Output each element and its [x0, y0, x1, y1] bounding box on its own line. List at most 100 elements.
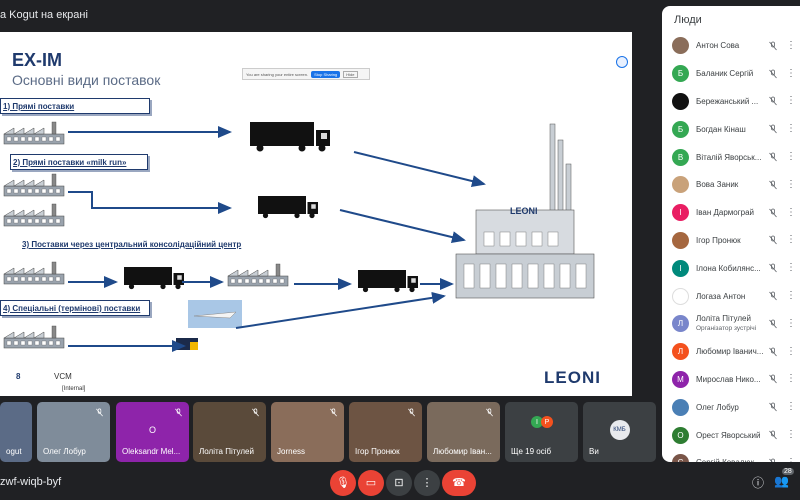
mic-muted-icon[interactable] — [768, 347, 778, 357]
mic-muted-icon[interactable] — [768, 152, 778, 162]
mic-muted-icon[interactable] — [768, 69, 778, 79]
tile-name: Ще 19 осіб — [511, 447, 552, 456]
participant-tile[interactable]: Любомир Іван... — [427, 402, 500, 462]
participant-more-icon[interactable]: ⋮ — [786, 373, 796, 385]
participant-more-icon[interactable]: ⋮ — [786, 262, 796, 274]
mic-muted-icon[interactable] — [768, 319, 778, 329]
participant-more-icon[interactable]: ⋮ — [786, 123, 796, 135]
stop-sharing-button[interactable]: Stop Sharing — [311, 70, 341, 78]
mic-muted-icon[interactable] — [768, 402, 778, 412]
participant-more-icon[interactable]: ⋮ — [786, 234, 796, 246]
mic-muted-icon[interactable] — [768, 235, 778, 245]
people-icon[interactable]: 👥 — [774, 474, 789, 488]
participant-name: Баланик Сергій — [696, 69, 754, 79]
participant-tile[interactable]: Олег Лобур — [37, 402, 110, 462]
leoni-logo: LEONI — [544, 368, 601, 387]
participant-more-icon[interactable]: ⋮ — [786, 39, 796, 51]
participant-name: Лоліта Пітулей — [696, 313, 751, 323]
presenter-label: а Kogut на екрані — [0, 9, 88, 21]
participant-more-icon[interactable]: ⋮ — [786, 151, 796, 163]
leave-call-button[interactable]: ☎ — [442, 470, 476, 496]
slide-subtitle: Основні види поставок — [12, 72, 161, 88]
sharing-notice-text: You are sharing your entire screen. — [246, 71, 309, 77]
meeting-code: zwf-wiqb-byf — [0, 476, 62, 488]
participant-name: Мирослав Нико... — [696, 374, 761, 384]
present-button[interactable]: ⊡ — [386, 470, 412, 496]
mic-off-button[interactable]: 🎙 — [330, 470, 356, 496]
info-icon[interactable]: ⓘ — [752, 476, 765, 490]
participant-more-icon[interactable]: ⋮ — [786, 95, 796, 107]
participant-more-icon[interactable]: ⋮ — [786, 429, 796, 441]
participant-more-icon[interactable]: ⋮ — [786, 401, 796, 413]
avatar: М — [672, 370, 689, 388]
mic-muted-icon[interactable] — [768, 263, 778, 273]
you-logo: КМБ — [609, 420, 630, 440]
others-avatar: Р — [541, 416, 553, 428]
participant-row[interactable]: Вова Заник⋮ — [662, 171, 800, 199]
participant-more-icon[interactable]: ⋮ — [786, 290, 796, 302]
participant-more-icon[interactable]: ⋮ — [786, 345, 796, 357]
participant-more-icon[interactable]: ⋮ — [786, 457, 796, 462]
participant-name: Орест Яворський — [696, 430, 761, 440]
slide-internal: [Internal] — [62, 386, 86, 392]
avatar — [672, 37, 689, 55]
more-vert-icon: ⋮ — [421, 476, 433, 489]
participant-more-icon[interactable]: ⋮ — [786, 206, 796, 218]
phone-end-icon: ☎ — [452, 476, 466, 489]
participant-more-icon[interactable]: ⋮ — [786, 67, 796, 79]
participant-tile[interactable]: Лоліта Пітулей — [193, 402, 266, 462]
participant-row[interactable]: ССергій Ковалюк⋮ — [662, 449, 800, 462]
participant-tile[interactable]: ogut — [0, 402, 32, 462]
slide-title: EX-IM — [12, 50, 63, 70]
slide-vcm: VCM — [54, 372, 72, 381]
participant-row[interactable]: Бережанський ...⋮ — [662, 88, 800, 116]
mic-muted-icon[interactable] — [768, 291, 778, 301]
participant-count-badge: 28 — [782, 468, 794, 475]
label-consolidation-center: 3) Поставки через центральний консолідац… — [22, 240, 242, 249]
mic-muted-icon[interactable] — [768, 124, 778, 134]
participant-row[interactable]: Ігор Пронюк⋮ — [662, 227, 800, 255]
tile-mic-muted-icon — [330, 408, 337, 417]
avatar: Л — [672, 315, 689, 333]
participant-more-icon[interactable]: ⋮ — [786, 178, 796, 190]
participant-row[interactable]: Олег Лобур⋮ — [662, 393, 800, 421]
participant-name: Антон Сова — [696, 41, 740, 51]
mic-muted-icon[interactable] — [768, 96, 778, 106]
participant-more-icon[interactable]: ⋮ — [786, 317, 796, 329]
participant-row[interactable]: М Мирослав Нико... ⋮ — [662, 366, 800, 394]
more-options-button[interactable]: ⋮ — [414, 470, 440, 496]
present-icon: ⊡ — [394, 476, 404, 489]
participant-tile[interactable]: Jorness — [271, 402, 344, 462]
avatar — [672, 287, 689, 305]
hide-button[interactable]: Hide — [343, 70, 358, 78]
mic-muted-icon[interactable] — [768, 41, 778, 51]
mic-muted-icon[interactable] — [768, 374, 778, 384]
mic-muted-icon[interactable] — [768, 458, 778, 462]
mic-off-icon: 🎙 — [336, 476, 350, 489]
avatar — [672, 92, 689, 110]
camera-off-button[interactable]: ▭ — [358, 470, 384, 496]
slide-footer: 8 VCM [Internal] LEONI — [0, 368, 632, 396]
mic-muted-icon[interactable] — [768, 430, 778, 440]
tile-name: Ігор Пронюк — [355, 447, 400, 456]
mic-muted-icon[interactable] — [768, 180, 778, 190]
participant-row[interactable]: Логаза Антон⋮ — [662, 282, 800, 310]
top-bar: а Kogut на екрані — [0, 0, 656, 30]
participant-tile[interactable]: Ігор Пронюк — [349, 402, 422, 462]
participant-row[interactable]: Антон Сова ⋮ — [662, 32, 800, 60]
mic-muted-icon[interactable] — [768, 208, 778, 218]
